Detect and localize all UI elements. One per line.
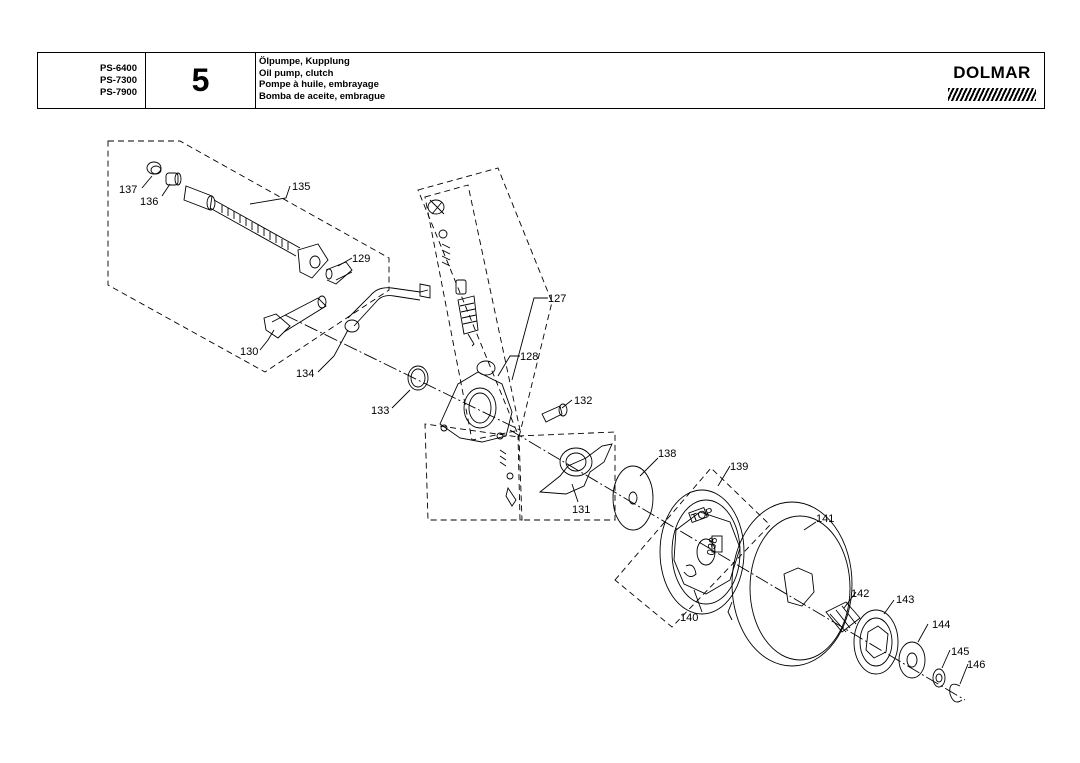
leader-129 <box>337 257 353 267</box>
callout-144: 144 <box>932 619 950 631</box>
callout-129: 129 <box>352 253 370 265</box>
part-138-disc <box>612 465 654 531</box>
callout-143: 143 <box>896 594 914 606</box>
logo-wordmark: DOLMAR <box>953 63 1031 82</box>
part-135-adjusting-screw <box>183 185 329 279</box>
leader-143 <box>883 599 895 615</box>
leader-130 <box>259 329 275 351</box>
title-en: Oil pump, clutch <box>259 67 334 79</box>
callout-136: 136 <box>140 196 158 208</box>
leader-134 <box>317 329 349 373</box>
leader-132 <box>561 399 573 409</box>
group-outline-oil-pump <box>417 167 553 521</box>
callout-141: 141 <box>816 513 834 525</box>
callout-137: 137 <box>119 184 137 196</box>
part-144-washer <box>898 641 926 679</box>
leader-127 <box>511 297 548 381</box>
callout-132: 132 <box>574 395 592 407</box>
logo-stripes <box>948 88 1036 101</box>
model-ps-7300: PS-7300 <box>100 75 137 86</box>
callout-127: 127 <box>548 293 566 305</box>
callout-134: 134 <box>296 368 314 380</box>
leader-146 <box>959 663 969 685</box>
group-outline-oil-adjuster <box>107 140 390 373</box>
part-142-needle-bearing <box>825 601 861 633</box>
callout-145: 145 <box>951 646 969 658</box>
callout-139: 139 <box>730 461 748 473</box>
group-outline-clutch <box>614 467 771 628</box>
part-145-small-washer <box>932 668 946 688</box>
page-number: 5 <box>146 53 256 108</box>
axis-line-1 <box>284 314 521 431</box>
part-141-clutch-drum <box>727 501 853 667</box>
part-128-pump-housing <box>439 360 513 443</box>
title-block: PS-6400 PS-7300 PS-7900 5 Ölpumpe, Kuppl… <box>37 52 1045 109</box>
leader-128 <box>497 355 520 377</box>
leader-137 <box>141 175 153 189</box>
callout-133: 133 <box>371 405 389 417</box>
part-131-drive-plate <box>499 443 613 507</box>
leader-133 <box>391 389 411 409</box>
part-127-pump-worm <box>427 199 479 347</box>
leader-135 <box>249 185 291 205</box>
callout-135: 135 <box>292 181 310 193</box>
part-139-clutch-assembly <box>659 489 745 615</box>
part-137-cap <box>146 161 162 175</box>
part-143-sprocket <box>853 609 899 675</box>
callout-142: 142 <box>851 588 869 600</box>
model-ps-6400: PS-6400 <box>100 63 137 74</box>
leader-136 <box>161 183 171 197</box>
title-fr: Pompe à huile, embrayage <box>259 79 379 90</box>
part-129-pin <box>325 261 353 285</box>
part-146-circlip <box>949 683 963 703</box>
leader-141 <box>803 521 817 531</box>
part-134-bent-rod <box>344 283 431 333</box>
callout-131: 131 <box>572 504 590 516</box>
group-outline-pump-worm <box>424 184 521 441</box>
callout-146: 146 <box>967 659 985 671</box>
mark-top: TOP <box>690 506 715 525</box>
leader-145 <box>941 649 951 669</box>
mark-038: 038 <box>705 536 720 556</box>
leader-144 <box>917 623 929 643</box>
dolmar-logo: DOLMAR <box>948 63 1036 103</box>
callout-140: 140 <box>680 612 698 624</box>
part-130-lever <box>263 295 327 339</box>
section-titles: Ölpumpe, Kupplung Oil pump, clutch Pompe… <box>256 53 946 108</box>
leader-142 <box>843 591 857 609</box>
part-133-o-ring <box>407 365 429 391</box>
leader-140 <box>693 589 703 613</box>
part-132-screw <box>541 403 568 423</box>
callout-130: 130 <box>240 346 258 358</box>
title-de: Ölpumpe, Kupplung <box>259 56 350 67</box>
leader-138 <box>639 457 659 477</box>
leader-139 <box>717 465 731 487</box>
title-es: Bomba de aceite, embrague <box>259 90 386 102</box>
leader-131 <box>571 483 579 503</box>
model-list: PS-6400 PS-7300 PS-7900 <box>38 53 146 108</box>
group-outline-drive <box>517 431 616 521</box>
model-ps-7900: PS-7900 <box>100 87 137 98</box>
part-136-sleeve <box>165 172 182 186</box>
callout-128: 128 <box>520 351 538 363</box>
callout-138: 138 <box>658 448 676 460</box>
